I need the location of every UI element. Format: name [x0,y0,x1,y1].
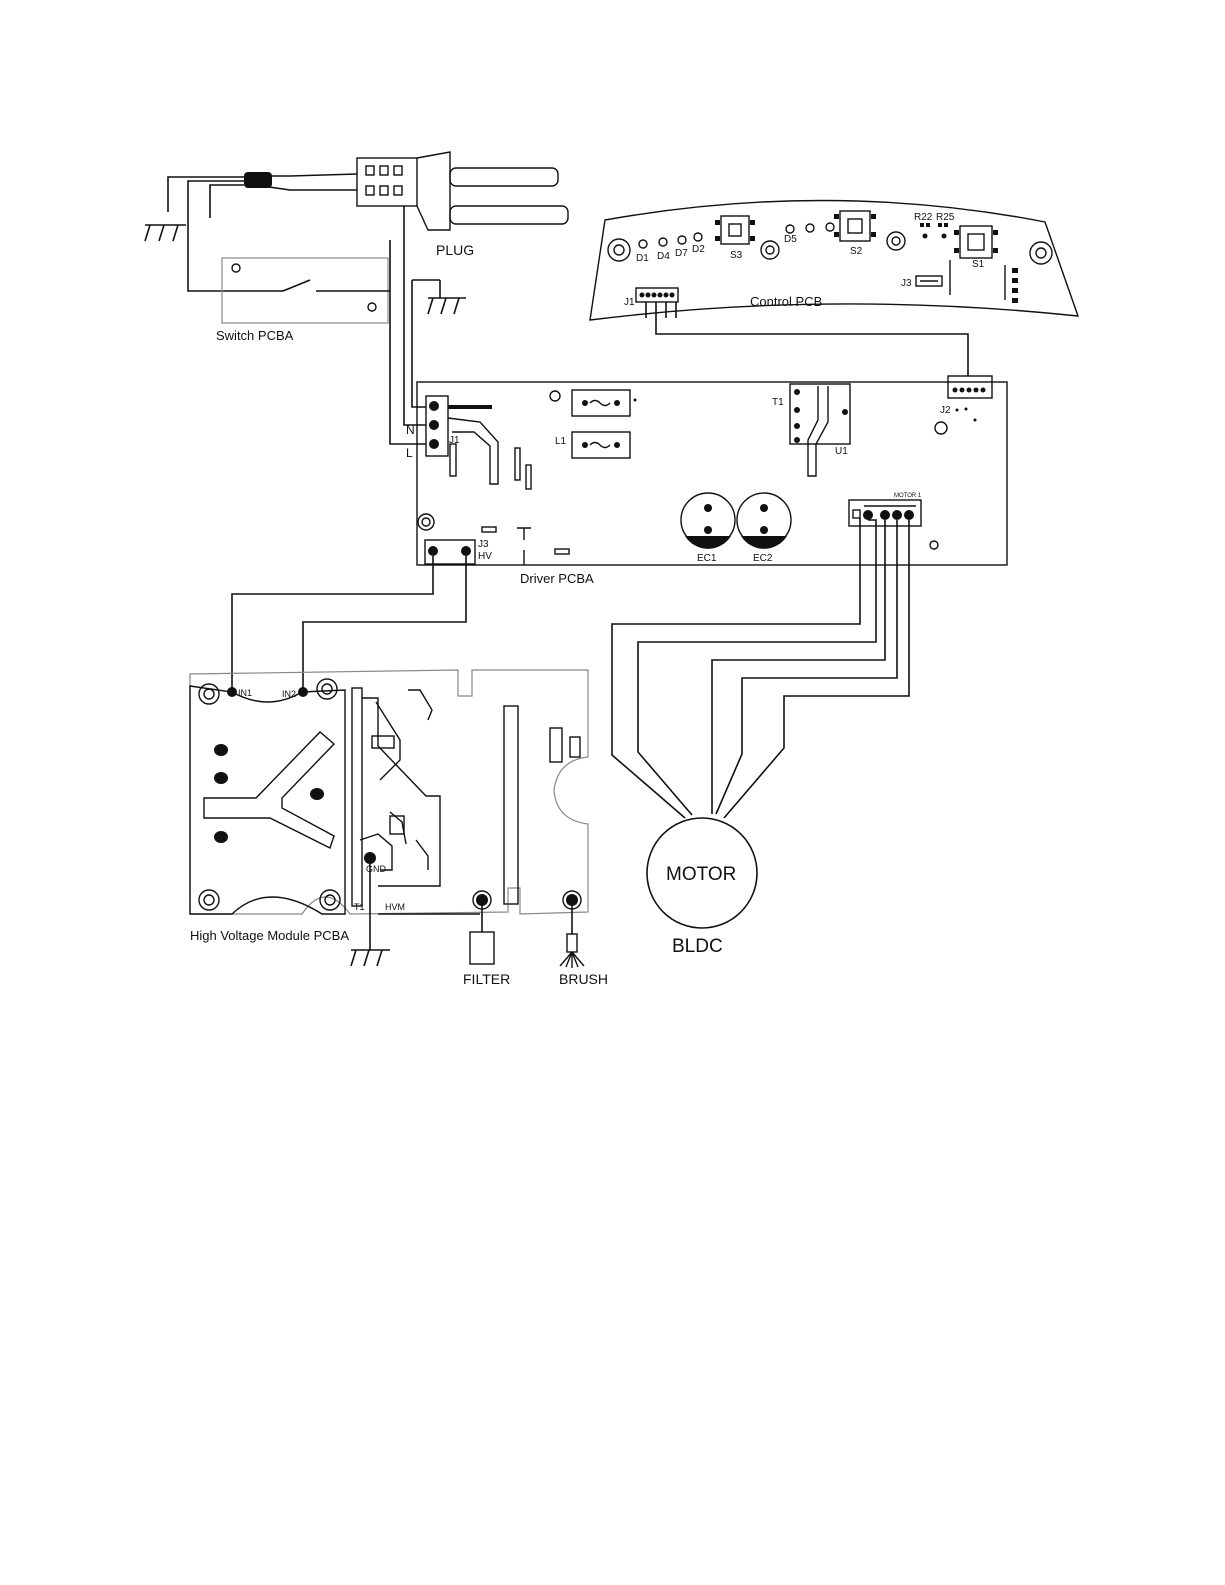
control-d5: D5 [784,234,797,245]
hvm-in1: IN1 [238,688,252,698]
switch-pcba-label: Switch PCBA [216,328,294,343]
hvm-gnd: GND [366,864,387,874]
ground-symbol-driver [412,280,466,314]
driver-t1: T1 [772,397,784,408]
control-j1: J1 [624,297,635,308]
driver-motor1: MOTOR 1 [894,493,922,499]
hvm-hvm: HVM [385,902,405,912]
driver-ec2: EC2 [753,553,773,564]
ground-symbol-cord [145,225,186,241]
driver-n: N [406,423,415,437]
driver-u1: U1 [835,446,848,457]
control-d7: D7 [675,248,688,259]
control-j3: J3 [901,278,912,289]
control-s1: S1 [972,259,985,270]
power-plug [244,152,568,230]
hvm-pcba [190,670,588,914]
control-d1: D1 [636,253,649,264]
filter-element [470,932,494,964]
bldc-label: BLDC [672,936,723,957]
control-d4: D4 [657,251,670,262]
hvm-t1: T1 [354,902,365,912]
filter-label: FILTER [463,971,510,987]
plug-label: PLUG [436,242,474,258]
control-s3: S3 [730,250,743,261]
driver-l1: L1 [555,436,567,447]
driver-j1: J1 [449,435,460,446]
hvm-in2: IN2 [282,689,296,699]
ground-symbol-hvm [351,950,390,966]
driver-hv: HV [478,551,492,562]
brush-label: BRUSH [559,971,608,987]
driver-ec1: EC1 [697,553,717,564]
control-pcb-label: Control PCB [750,294,822,309]
control-s2: S2 [850,246,863,257]
control-r22: R22 [914,212,933,223]
hvm-pcba-label: High Voltage Module PCBA [190,928,349,943]
driver-pcba-label: Driver PCBA [520,571,594,586]
driver-j2: J2 [940,405,951,416]
driver-j3: J3 [478,539,489,550]
driver-pcba [417,376,1007,565]
control-d2: D2 [692,244,705,255]
driver-l: L [406,446,413,460]
brush-element [560,934,584,968]
control-r25: R25 [936,212,955,223]
motor-label: MOTOR [666,864,736,885]
